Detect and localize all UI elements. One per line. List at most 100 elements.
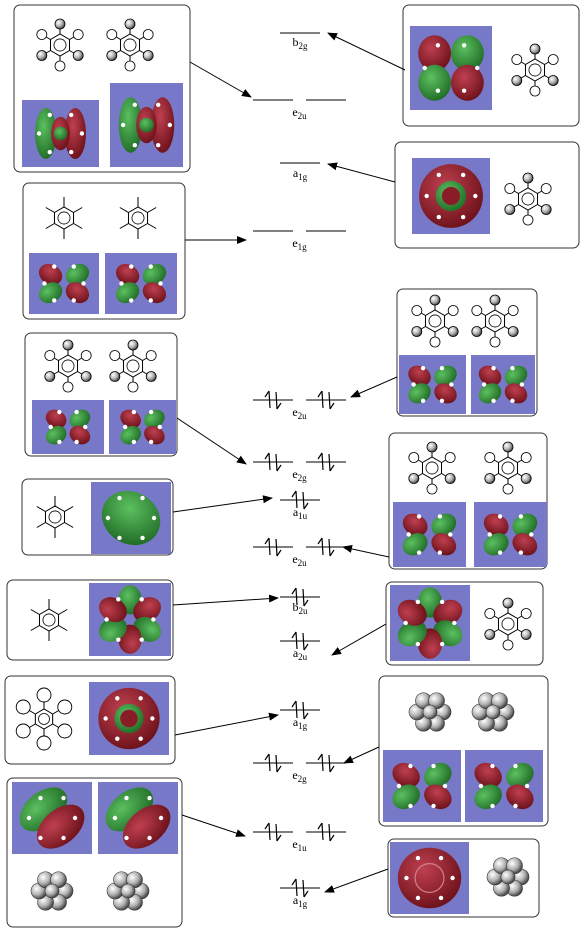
molecule-sketch — [36, 496, 74, 538]
orbital-isosurface — [12, 782, 92, 854]
level-label: a1u — [293, 505, 308, 521]
orbital-boxes — [4, 4, 580, 928]
orbital-image — [465, 750, 543, 822]
connector-arrow — [350, 376, 398, 398]
orbital-isosurface — [465, 750, 543, 822]
electron-pair — [317, 390, 335, 410]
connector-arrow — [327, 32, 406, 71]
level-label: e2u — [292, 552, 307, 568]
molecule-sketch — [486, 857, 530, 897]
electron-pair — [264, 390, 282, 410]
orbital-isosurface — [98, 782, 178, 854]
electron-pair — [291, 490, 309, 510]
orbital-image — [32, 400, 104, 454]
connector-arrow — [172, 594, 279, 606]
level-label: b2g — [293, 35, 309, 51]
orbital-image — [383, 750, 461, 822]
level-label: e2u — [292, 105, 307, 121]
orbital-isosurface — [29, 253, 99, 314]
connector-arrow — [327, 162, 396, 183]
molecule-sketch — [44, 339, 92, 393]
connector-arrow — [189, 61, 252, 98]
electron-pair — [264, 822, 282, 842]
orbital-panel-e1g — [22, 182, 186, 320]
orbital-panel-b2g — [402, 4, 580, 127]
level-label: b2u — [293, 600, 309, 616]
orbital-panel-e2g_occ2 — [378, 675, 549, 827]
level-label: e2g — [292, 768, 307, 784]
orbital-isosurface — [390, 842, 469, 914]
molecule-sketch — [408, 692, 452, 732]
orbital-isosurface — [89, 682, 169, 755]
connector-arrow — [343, 746, 380, 764]
energy-level-a1u: a1u — [280, 490, 320, 521]
energy-level-a2u: a2u — [280, 631, 320, 662]
connector-arrow — [172, 495, 273, 513]
molecule-sketch — [408, 441, 456, 495]
level-label: e1g — [292, 236, 307, 252]
orbital-image — [393, 502, 466, 567]
electron-pair — [317, 452, 335, 472]
electron-pair — [317, 537, 335, 557]
molecule-sketch — [484, 597, 532, 651]
molecule-sketch — [36, 18, 84, 72]
energy-level-e2g_occ1: e2g — [253, 452, 346, 483]
connector-arrows — [172, 32, 406, 893]
orbital-panel-a1g_virt — [394, 141, 580, 249]
molecule-sketch — [15, 687, 73, 751]
orbital-isosurface — [91, 482, 171, 554]
orbital-isosurface — [474, 502, 547, 567]
molecule-sketch — [471, 692, 515, 732]
energy-level-e1u: e1u — [253, 822, 346, 853]
level-label: a1g — [293, 715, 308, 731]
energy-levels: b2ge2ua1ge1ge2ue2ga1ue2ub2ua2ua1ge2ge1ua… — [253, 32, 346, 909]
connector-arrow — [331, 623, 387, 656]
orbital-isosurface — [471, 355, 535, 414]
orbital-isosurface — [383, 750, 461, 822]
orbital-panel-b2u — [6, 579, 174, 661]
orbital-panel-e2u_occ1 — [396, 288, 538, 417]
orbital-isosurface — [105, 253, 177, 314]
energy-level-a1g_occ2: a1g — [280, 878, 320, 909]
orbital-panel-e2u_occ2 — [388, 432, 548, 570]
orbital-image — [399, 355, 466, 414]
molecule-sketch — [511, 43, 559, 97]
electron-pair — [317, 753, 335, 773]
electron-pair — [264, 537, 282, 557]
orbital-isosurface — [410, 26, 492, 110]
molecule-sketch — [471, 294, 519, 348]
connector-arrow — [181, 814, 246, 837]
electron-pair — [264, 753, 282, 773]
electron-pair — [291, 631, 309, 651]
orbital-isosurface — [110, 83, 183, 167]
level-label: a2u — [293, 646, 308, 662]
orbital-isosurface — [390, 585, 470, 661]
orbital-isosurface — [399, 355, 466, 414]
orbital-isosurface — [89, 583, 171, 656]
molecule-sketch — [109, 339, 157, 393]
connector-arrow — [342, 545, 390, 558]
orbital-isosurface — [109, 400, 176, 454]
connector-arrow — [324, 868, 389, 893]
molecule-sketch — [504, 172, 552, 226]
electron-pair — [291, 700, 309, 720]
energy-level-a1g_virt: a1g — [280, 162, 320, 182]
molecule-sketch — [45, 197, 83, 239]
orbital-image — [109, 400, 176, 454]
level-label: a1g — [293, 893, 308, 909]
connector-arrow — [174, 712, 279, 736]
orbital-image — [471, 355, 535, 414]
connector-arrow — [176, 417, 247, 465]
level-label: e1u — [292, 837, 307, 853]
orbital-image — [410, 26, 492, 110]
molecule-sketch — [106, 871, 150, 911]
molecule-sketch — [119, 197, 157, 239]
level-label: a1g — [293, 166, 308, 182]
energy-level-e2g_occ2: e2g — [253, 753, 346, 784]
orbital-panel-e1u — [6, 777, 183, 928]
orbital-image — [29, 253, 99, 314]
orbital-panel-e2g_occ1 — [24, 332, 178, 457]
molecule-sketch — [30, 871, 74, 911]
electron-pair — [291, 878, 309, 898]
